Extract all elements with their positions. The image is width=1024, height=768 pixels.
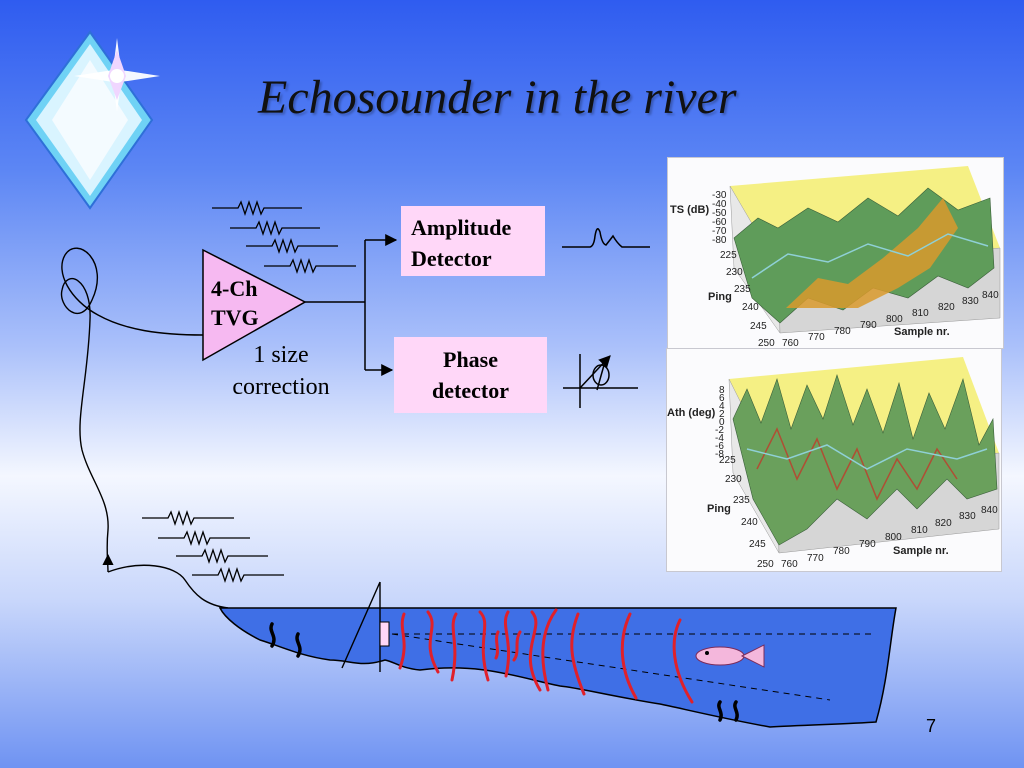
ts-surface-graphic xyxy=(729,166,1001,334)
diamond-logo xyxy=(24,30,160,210)
ath-y-tick: 235 xyxy=(733,495,750,506)
ts-x-tick: 800 xyxy=(886,314,903,325)
phase-detector-box: Phase detector xyxy=(394,337,547,413)
noise-symbols-bottom xyxy=(142,509,284,584)
ts-y-tick: 250 xyxy=(758,338,775,349)
ath-z-tick: 4 xyxy=(719,401,725,412)
ath-x-tick: 780 xyxy=(833,546,850,557)
ts-x-tick: 830 xyxy=(962,296,979,307)
ts-y-tick: 230 xyxy=(726,267,743,278)
amplitude-detector-line1: Amplitude xyxy=(411,215,512,240)
ath-x-tick: 840 xyxy=(981,505,998,516)
ts-y-tick: 225 xyxy=(720,250,737,261)
ath-z-tick: -2 xyxy=(715,425,724,436)
ath-z-tick: 6 xyxy=(719,393,725,404)
ts-x-tick: 780 xyxy=(834,326,851,337)
amplitude-detector-box: Amplitude Detector xyxy=(401,206,545,276)
acoustic-wavefronts xyxy=(398,608,694,704)
transducer xyxy=(379,621,390,647)
transducer-cable xyxy=(60,247,204,573)
ath-y-tick: 240 xyxy=(741,517,758,528)
size-correction-line2: correction xyxy=(232,374,330,400)
ath-x-tick: 800 xyxy=(885,532,902,543)
ts-surface-plot: TS (dB) -30 -40 -50 -60 -70 -80 225 230 … xyxy=(667,157,1004,349)
river-water xyxy=(218,607,897,728)
ath-z-tick: -6 xyxy=(715,441,724,452)
ath-z-tick: 2 xyxy=(719,409,725,420)
ts-y-tick: 240 xyxy=(742,302,759,313)
ts-z-tick: -30 xyxy=(712,190,727,201)
ts-x-tick: 770 xyxy=(808,332,825,343)
ts-x-tick: 760 xyxy=(782,338,799,349)
ts-z-tick: -50 xyxy=(712,208,727,219)
ts-y-label: Ping xyxy=(708,291,732,303)
ts-x-tick: 790 xyxy=(860,320,877,331)
ath-z-tick: -4 xyxy=(715,433,724,444)
amplitude-pulse xyxy=(562,228,650,248)
sparkle-icon xyxy=(74,38,160,112)
noise-symbols-top xyxy=(212,199,356,275)
ts-z-tick: -80 xyxy=(712,235,727,246)
ath-x-tick: 770 xyxy=(807,553,824,564)
ath-y-label: Ping xyxy=(707,503,731,515)
ts-x-tick: 820 xyxy=(938,302,955,313)
ath-x-label: Sample nr. xyxy=(893,545,949,557)
page-number: 7 xyxy=(926,716,937,736)
ath-z-label: Ath (deg) xyxy=(667,407,716,419)
ath-x-tick: 760 xyxy=(781,559,798,570)
ath-y-tick: 225 xyxy=(719,455,736,466)
tvg-label-line1: 4-Ch xyxy=(211,276,258,301)
ts-z-label: TS (dB) xyxy=(670,204,710,216)
ath-y-tick: 245 xyxy=(749,539,766,550)
phase-detector-line2: detector xyxy=(432,378,509,403)
ts-x-tick: 810 xyxy=(912,308,929,319)
ath-x-tick: 810 xyxy=(911,525,928,536)
bubble-marks xyxy=(269,622,739,722)
ts-y-tick: 235 xyxy=(734,284,751,295)
phase-symbol xyxy=(563,354,638,408)
ath-z-tick: -8 xyxy=(715,449,724,460)
ath-surface-plot: Ath (deg) 8 6 4 2 0 -2 -4 -6 -8 225 230 … xyxy=(666,348,1002,572)
beam-lower xyxy=(391,633,831,701)
ath-z-tick: 8 xyxy=(719,385,725,396)
ts-z-tick: -40 xyxy=(712,199,727,210)
ts-z-tick: -70 xyxy=(712,226,727,237)
ath-x-tick: 790 xyxy=(859,539,876,550)
signal-wiring xyxy=(305,234,398,376)
ath-x-tick: 830 xyxy=(959,511,976,522)
tvg-amplifier xyxy=(202,248,307,362)
ath-surface-graphic xyxy=(728,357,1000,554)
ts-z-tick: -60 xyxy=(712,217,727,228)
tvg-label-line2: TVG xyxy=(211,305,259,330)
amplitude-detector-line2: Detector xyxy=(411,246,492,271)
ath-y-tick: 250 xyxy=(757,559,774,570)
ath-x-tick: 820 xyxy=(935,518,952,529)
ts-x-label: Sample nr. xyxy=(894,326,950,338)
ts-y-tick: 245 xyxy=(750,321,767,332)
cable-tail xyxy=(107,564,229,609)
ath-z-tick: 0 xyxy=(719,417,725,428)
phase-detector-line1: Phase xyxy=(443,347,498,372)
size-correction-line1: 1 size xyxy=(253,342,309,368)
fish-icon xyxy=(695,644,765,668)
ts-x-tick: 840 xyxy=(982,290,999,301)
slide-title: Echosounder in the river xyxy=(258,71,737,124)
ath-y-tick: 230 xyxy=(725,474,742,485)
